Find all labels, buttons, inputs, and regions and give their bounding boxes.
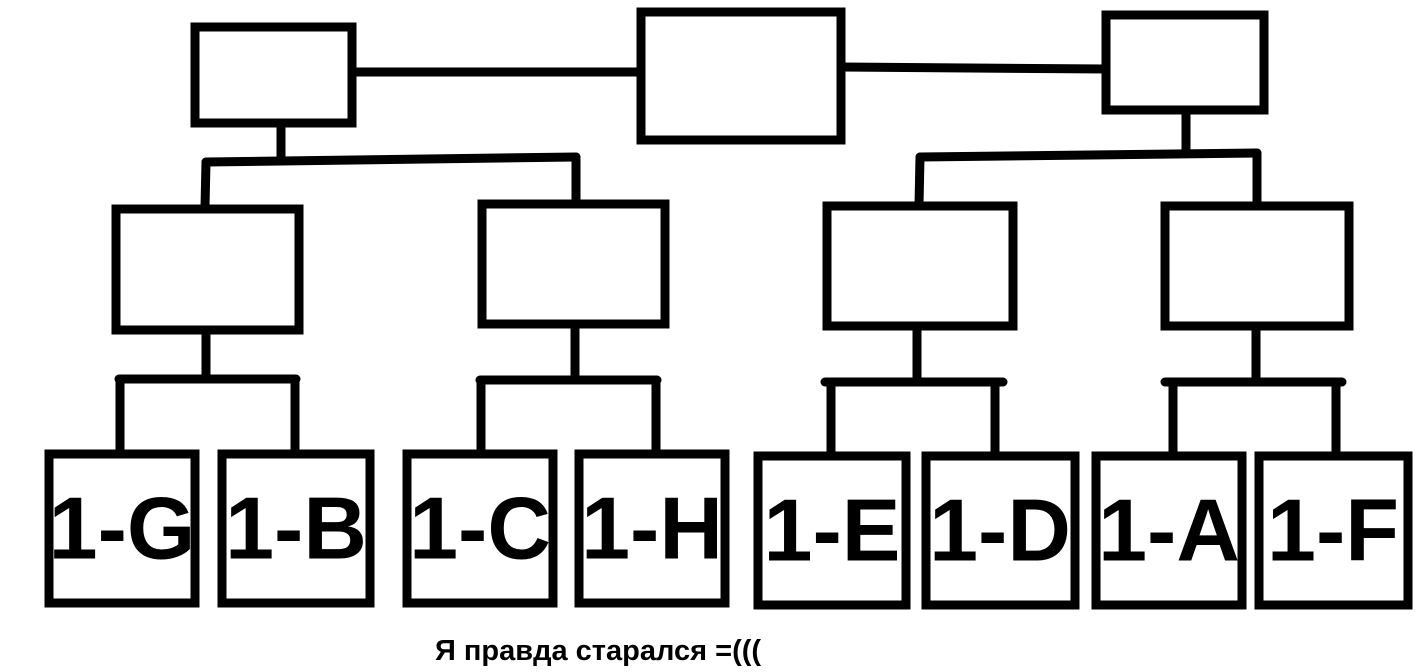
connector-line <box>201 152 581 167</box>
team-box <box>574 449 730 608</box>
connector-line <box>915 148 1262 162</box>
team-label: 1-D <box>929 481 1071 580</box>
quarterfinal-box <box>822 201 1018 331</box>
team-slot: 1-C <box>402 449 558 608</box>
team-slot: 1-F <box>1254 451 1413 610</box>
team-box <box>1091 451 1247 610</box>
semifinal-left-box <box>190 22 357 128</box>
quarterfinal-box <box>1160 201 1354 331</box>
team-box <box>44 449 200 608</box>
quarterfinal-box <box>477 199 670 329</box>
team-box <box>753 451 911 610</box>
quarterfinal-box <box>111 204 304 335</box>
caption-text: Я правда старался =((( <box>435 635 761 667</box>
connector-line <box>200 157 211 212</box>
team-label: 1-G <box>49 479 196 578</box>
team-box <box>1254 451 1413 610</box>
team-slot: 1-A <box>1091 451 1247 610</box>
team-slot: 1-G <box>44 449 200 608</box>
team-label: 1-A <box>1098 481 1240 580</box>
final-box <box>636 7 846 145</box>
team-label: 1-B <box>225 479 367 578</box>
team-label: 1-E <box>764 481 901 580</box>
team-slot: 1-D <box>921 451 1080 610</box>
team-slot: 1-E <box>753 451 911 610</box>
team-label: 1-C <box>409 479 551 578</box>
team-box <box>217 449 375 608</box>
team-label: 1-F <box>1267 481 1399 580</box>
bracket-connectors <box>114 62 1347 460</box>
team-box <box>402 449 558 608</box>
team-label: 1-H <box>581 479 723 578</box>
team-slot: 1-B <box>217 449 375 608</box>
semifinal-right-box <box>1101 10 1269 115</box>
connector-line <box>836 62 1111 74</box>
connector-line <box>914 152 925 210</box>
team-slot: 1-H <box>574 449 730 608</box>
team-box <box>921 451 1080 610</box>
